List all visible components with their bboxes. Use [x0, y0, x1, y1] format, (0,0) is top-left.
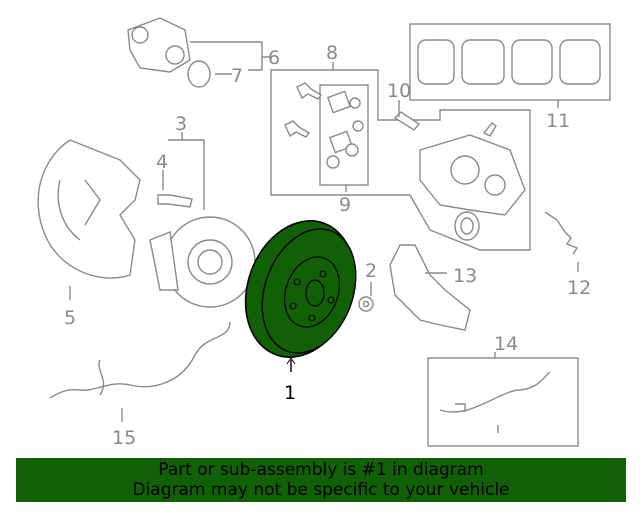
callout-15: 15: [112, 427, 136, 449]
callout-9: 9: [339, 194, 351, 216]
callout-12: 12: [567, 277, 591, 299]
banner-line-1: Part or sub-assembly is #1 in diagram: [158, 460, 484, 480]
part-4-hub-bolt[interactable]: [157, 194, 193, 208]
brake-hose-box: [427, 357, 579, 447]
part-3-hub-bearing[interactable]: [149, 216, 256, 308]
part-15-abs-sensor[interactable]: [49, 321, 231, 399]
part-1-brake-rotor[interactable]: [227, 205, 373, 372]
callout-6: 6: [268, 47, 280, 69]
part-11-brake-pads[interactable]: [417, 39, 601, 85]
part-6-caliper-piston[interactable]: [127, 17, 191, 73]
callout-10: 10: [387, 80, 411, 102]
brake-pad-box: [409, 23, 611, 101]
callout-5: 5: [64, 307, 76, 329]
callout-3: 3: [175, 113, 187, 135]
callout-14: 14: [494, 333, 518, 355]
pin-boot-box: [319, 84, 369, 186]
part-7-seal-ring[interactable]: [187, 60, 211, 88]
callout-4: 4: [156, 151, 168, 173]
part-12-clip[interactable]: [544, 211, 579, 255]
banner-line-2: Diagram may not be specific to your vehi…: [132, 480, 510, 500]
caliper-kit-box: [270, 69, 531, 251]
diagram-notice-banner: Part or sub-assembly is #1 in diagram Di…: [16, 458, 626, 502]
part-2-screw[interactable]: [358, 296, 374, 312]
callout-1: 1: [284, 382, 296, 404]
callout-11: 11: [546, 110, 570, 132]
callout-7: 7: [231, 65, 243, 87]
caliper-body[interactable]: [419, 122, 526, 241]
part-5-backing-plate[interactable]: [37, 139, 141, 279]
callout-2: 2: [365, 260, 377, 282]
part-8-bolts[interactable]: [284, 82, 364, 169]
callout-8: 8: [326, 42, 338, 64]
part-13-caliper-bracket[interactable]: [389, 244, 471, 331]
part-14-brake-hose[interactable]: [439, 371, 551, 433]
callout-13: 13: [453, 265, 477, 287]
